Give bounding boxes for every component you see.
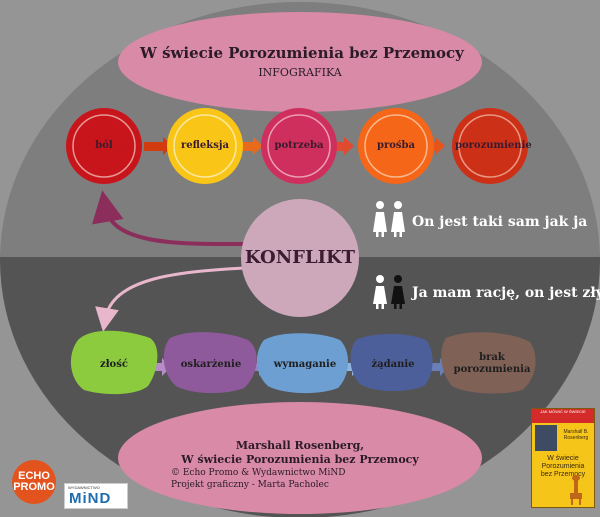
conflict-label: KONFLIKT: [244, 247, 356, 268]
anger-blob: [70, 330, 158, 395]
demand-label: wymaganie: [273, 359, 337, 370]
anger-label: złość: [100, 359, 128, 370]
page-title: W świecie Porozumienia bez Przemocy: [140, 44, 464, 62]
insistence-label: żądanie: [371, 359, 415, 370]
book-cover: JAK MÓWIĆ W ŚWIECIE Marshall B. Rosenber…: [531, 408, 595, 508]
understanding-label: porozumienie: [455, 140, 532, 151]
two-white-figures-icon: [373, 201, 405, 237]
footer-copyright: © Echo Promo & Wydawnictwo MiND: [171, 468, 346, 478]
footer-oval: [118, 402, 482, 514]
conflict-statement: Ja mam rację, on jest zły: [412, 285, 600, 301]
reflection-label: refleksja: [181, 140, 229, 151]
request-label: prośba: [376, 140, 416, 151]
mind-logo: WYDAWNICTWO MiND: [64, 483, 128, 509]
demand-blob: [256, 333, 349, 394]
title-oval: [118, 12, 482, 112]
accusation-label: oskarżenie: [180, 359, 242, 370]
book-cover-top: JAK MÓWIĆ W ŚWIECIE: [532, 409, 594, 423]
echo-logo-line2: PROMO: [13, 481, 55, 493]
bottom-row: [70, 330, 536, 395]
arrow-to-anger: [95, 266, 245, 332]
conflict-circle: [241, 199, 359, 317]
book-cover-author: Marshall B. Rosenberg: [563, 429, 589, 441]
insistence-blob: [350, 334, 433, 392]
mind-logo-small: WYDAWNICTWO: [68, 485, 100, 490]
top-row: [66, 108, 528, 184]
no-understanding-blob: [441, 332, 536, 394]
no-understanding-label-line2: porozumienia: [453, 364, 531, 375]
book-cover-title: W świecie Porozumienia bez Przemocy: [540, 455, 586, 478]
accusation-blob: [163, 332, 257, 394]
mind-logo-big: MiND: [69, 490, 112, 507]
pain-label: ból: [95, 140, 113, 151]
pain-circle: [66, 108, 142, 184]
echo-logo-line1: ECHO: [18, 470, 50, 482]
author-photo: [535, 425, 557, 451]
white-and-black-figure-icon: [373, 275, 405, 309]
no-understanding-label-line1: brak: [479, 352, 505, 363]
footer-book-title: W świecie Porozumienia bez Przemocy: [181, 453, 419, 466]
footer-design-credit: Projekt graficzny - Marta Pacholec: [171, 480, 329, 490]
echo-promo-logo: ECHO PROMO: [12, 460, 56, 504]
request-circle: [358, 108, 434, 184]
understanding-circle: [452, 108, 528, 184]
footer-author: Marshall Rosenberg,: [235, 439, 365, 452]
giraffe-icon: [570, 475, 582, 505]
arrow-to-pain: [92, 190, 251, 247]
reflection-circle: [167, 108, 243, 184]
page-subtitle: INFOGRAFIKA: [258, 66, 342, 79]
need-label: potrzeba: [274, 140, 324, 151]
need-circle: [261, 108, 337, 184]
cooperative-statement: On jest taki sam jak ja: [412, 214, 588, 230]
